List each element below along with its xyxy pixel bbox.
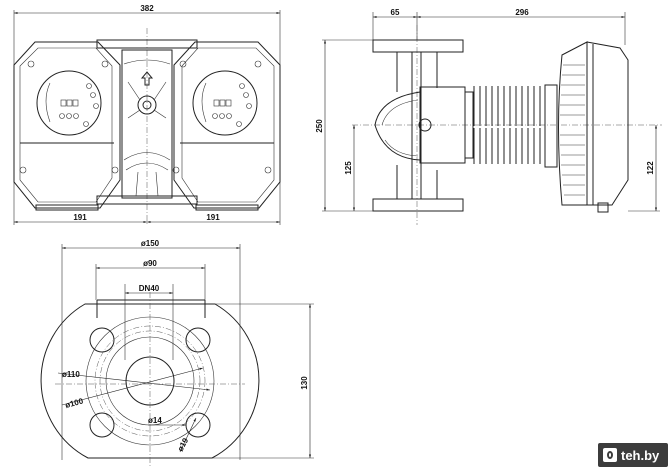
dimension-label-d100: ø100	[64, 396, 84, 410]
dimension-label-d14: ø14	[148, 416, 162, 425]
motor-heat-sink-fins	[473, 86, 541, 164]
control-module-left	[13, 41, 121, 211]
electronics-box	[558, 41, 629, 213]
dimension-label-130: 130	[300, 376, 309, 390]
dimension-label-d110: ø110	[62, 370, 80, 379]
control-module-right	[172, 41, 281, 211]
flange-view: ø150 ø90 DN40 ø110 ø100 ø14 ø19 130	[40, 239, 314, 468]
dimension-label-d90: ø90	[143, 259, 157, 268]
dimension-label-125: 125	[344, 161, 353, 175]
dimension-label-296: 296	[515, 8, 529, 17]
side-view: 65 296 250 125 122	[315, 8, 662, 225]
dimension-label-191-left: 191	[73, 213, 87, 222]
teh-by-watermark: teh.by	[598, 443, 668, 467]
dimension-label-dn40: DN40	[139, 284, 160, 293]
dimension-label-250: 250	[315, 119, 324, 133]
dimension-label-191-right: 191	[206, 213, 220, 222]
dimension-label-122: 122	[646, 161, 655, 175]
dimension-label-d150: ø150	[141, 239, 160, 248]
dimension-label-65: 65	[391, 8, 400, 17]
watermark-text: teh.by	[621, 447, 660, 463]
front-view: 382 191 191	[13, 4, 281, 225]
dimension-label-382: 382	[140, 4, 154, 13]
logo-icon	[603, 448, 617, 462]
